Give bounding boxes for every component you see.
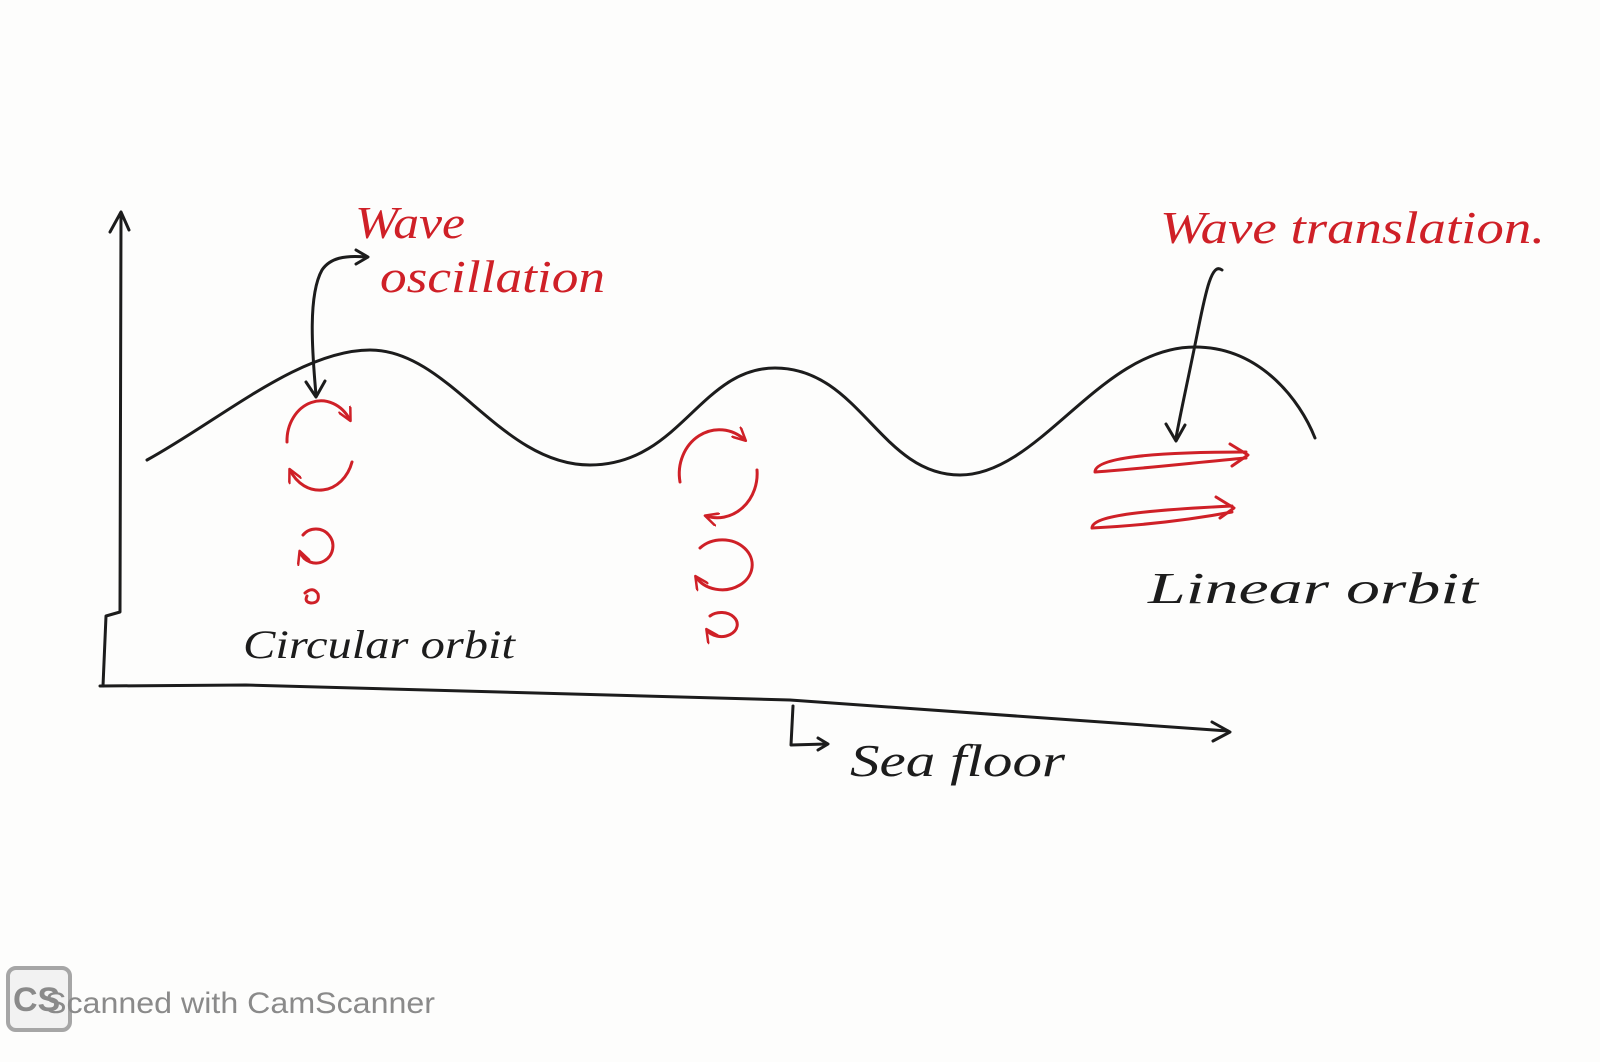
wave-translation-arrow — [1174, 267, 1224, 440]
camscanner-logo-text: CS — [13, 981, 60, 1019]
wave-translation-annotation: Wave translation. — [1160, 202, 1545, 443]
linear-orbit-arrow-2 — [1090, 495, 1236, 530]
horizontal-axis — [98, 683, 1230, 733]
orbit-medium-2 — [696, 538, 754, 590]
orbit-large-2 — [677, 430, 759, 518]
wave-oscillation-arrowhead-right — [354, 248, 370, 266]
orbit-small-2 — [707, 611, 739, 637]
wave-translation-arrowhead — [1164, 422, 1187, 443]
wave-oscillation-label-line2: oscillation — [380, 251, 605, 302]
wave-oscillation-label-line1: Wave — [355, 197, 465, 248]
linear-orbits-shallow-water — [1090, 442, 1250, 530]
linear-orbit-arrow-1 — [1093, 442, 1250, 474]
sea-floor-pointer-arrowhead — [816, 736, 830, 752]
wave-oscillation-annotation: Wave oscillation — [304, 197, 605, 399]
circular-orbit-label: Circular orbit — [243, 622, 516, 667]
wave-oscillation-arrowhead-down — [304, 379, 327, 399]
wave-surface-curve — [145, 345, 1317, 477]
sea-floor-pointer — [789, 704, 828, 747]
horizontal-axis-arrowhead — [1210, 720, 1232, 743]
camscanner-logo — [6, 966, 72, 1032]
wave-oscillation-arrow — [310, 254, 368, 397]
orbit-small-1 — [303, 588, 320, 605]
wave-translation-label: Wave translation. — [1160, 202, 1545, 253]
circular-orbits-deep-water-2 — [677, 430, 759, 637]
linear-orbit-label: Linear orbit — [1146, 564, 1480, 613]
orbit-medium-1 — [300, 527, 335, 563]
camscanner-watermark-text: Scanned with CamScanner — [45, 987, 435, 1020]
axes — [98, 210, 1232, 743]
sea-floor-label: Sea floor — [850, 735, 1066, 786]
sea-floor-annotation: Sea floor — [789, 704, 1066, 786]
vertical-axis — [101, 214, 123, 688]
camscanner-watermark: CS Scanned with CamScanner — [6, 966, 435, 1032]
vertical-axis-arrowhead — [108, 210, 131, 234]
orbit-large-1 — [285, 399, 354, 492]
circular-orbits-deep-water-1 — [285, 399, 354, 605]
